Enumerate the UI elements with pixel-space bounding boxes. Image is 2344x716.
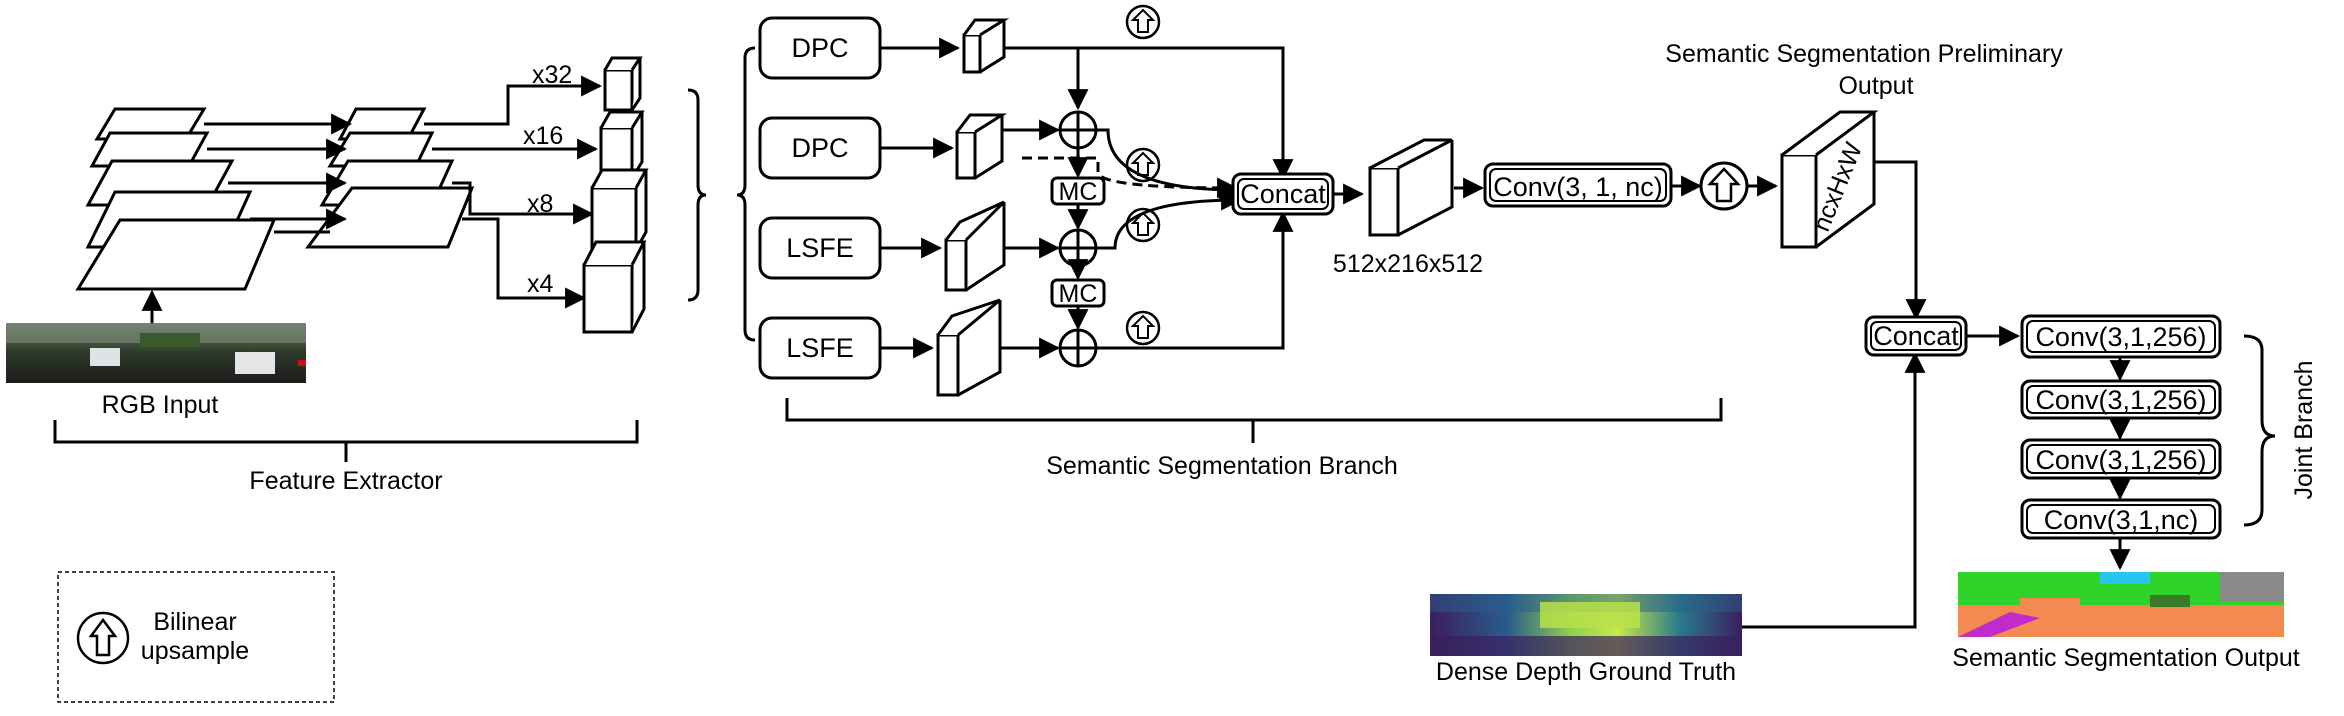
joint-branch-brace xyxy=(2243,334,2276,527)
preliminary-title: Semantic Segmentation Preliminary xyxy=(1665,40,2063,68)
head-arrows xyxy=(880,37,961,359)
feature-extractor-title: Feature Extractor xyxy=(249,467,442,495)
head-label: LSFE xyxy=(786,333,854,363)
depth-label: Dense Depth Ground Truth xyxy=(1436,658,1736,686)
joint-branch-title: Joint Branch xyxy=(2290,361,2318,500)
segmentation-output-image xyxy=(1958,572,2284,637)
joint-conv-label: Conv(3,1,256) xyxy=(2035,445,2206,475)
rgb-input-label: RGB Input xyxy=(102,391,219,419)
joint-conv-label: Conv(3,1,256) xyxy=(2035,322,2206,352)
scale-label: x16 xyxy=(523,122,563,150)
legend-line1: Bilinear xyxy=(153,608,236,636)
head-label: LSFE xyxy=(786,233,854,263)
semantic-branch-bracket xyxy=(785,398,1723,443)
upsample-icon-large xyxy=(1699,161,1749,211)
mc-label: MC xyxy=(1059,178,1098,206)
feature-extractor-bracket xyxy=(53,420,639,462)
joint-connections xyxy=(1740,160,2131,629)
preliminary-title-line2: Output xyxy=(1838,72,1913,100)
concat-dims: 512x216x512 xyxy=(1333,250,1483,278)
joint-convs: Conv(3,1,256) Conv(3,1,256) Conv(3,1,256… xyxy=(2020,314,2222,540)
scale-labels: x32 x16 x8 x4 xyxy=(523,61,572,298)
concat-tensor xyxy=(1368,138,1454,237)
head-output-blocks xyxy=(936,18,1010,397)
legend: Bilinear upsample xyxy=(57,571,335,703)
depth-image xyxy=(1430,594,1742,656)
head-modules xyxy=(758,16,882,380)
curly-brace-left xyxy=(687,88,707,302)
joint-conv: Conv(3,1,256) xyxy=(2020,379,2222,420)
mc-label: MC xyxy=(1059,280,1098,308)
semantic-branch-title: Semantic Segmentation Branch xyxy=(1046,452,1398,480)
branch-concat: Concat xyxy=(1231,172,1335,216)
scale-label: x8 xyxy=(527,190,553,218)
mc-boxes xyxy=(1050,176,1106,308)
joint-concat-label: Concat xyxy=(1873,321,1959,351)
upsample-icons xyxy=(1125,4,1161,346)
joint-concat: Concat xyxy=(1864,315,1968,357)
rgb-input-image xyxy=(6,323,306,383)
conv-label: Conv(3, 1, nc) xyxy=(1493,172,1663,202)
preliminary-output-tensor xyxy=(1780,110,1879,249)
joint-conv: Conv(3,1,256) xyxy=(2020,438,2222,480)
concat-label: Concat xyxy=(1240,179,1326,209)
feature-extractor xyxy=(75,107,475,291)
legend-line2: upsample xyxy=(141,637,249,665)
joint-conv: Conv(3,1,nc) xyxy=(2020,498,2222,540)
curly-brace-right xyxy=(736,46,756,342)
head-label: DPC xyxy=(791,133,848,163)
segmentation-output-label: Semantic Segmentation Output xyxy=(1952,644,2299,672)
joint-conv-label: Conv(3,1,nc) xyxy=(2044,505,2199,535)
joint-conv: Conv(3,1,256) xyxy=(2020,314,2222,359)
joint-conv-label: Conv(3,1,256) xyxy=(2035,385,2206,415)
scale-blocks xyxy=(582,56,649,334)
scale-label: x32 xyxy=(532,61,572,89)
feature-extractor-arrows xyxy=(141,75,603,323)
head-label: DPC xyxy=(791,33,848,63)
branch-conv: Conv(3, 1, nc) xyxy=(1483,162,1673,208)
branch-connections xyxy=(1000,46,1294,359)
scale-label: x4 xyxy=(527,270,554,298)
upsample-legend-icon xyxy=(76,611,130,665)
